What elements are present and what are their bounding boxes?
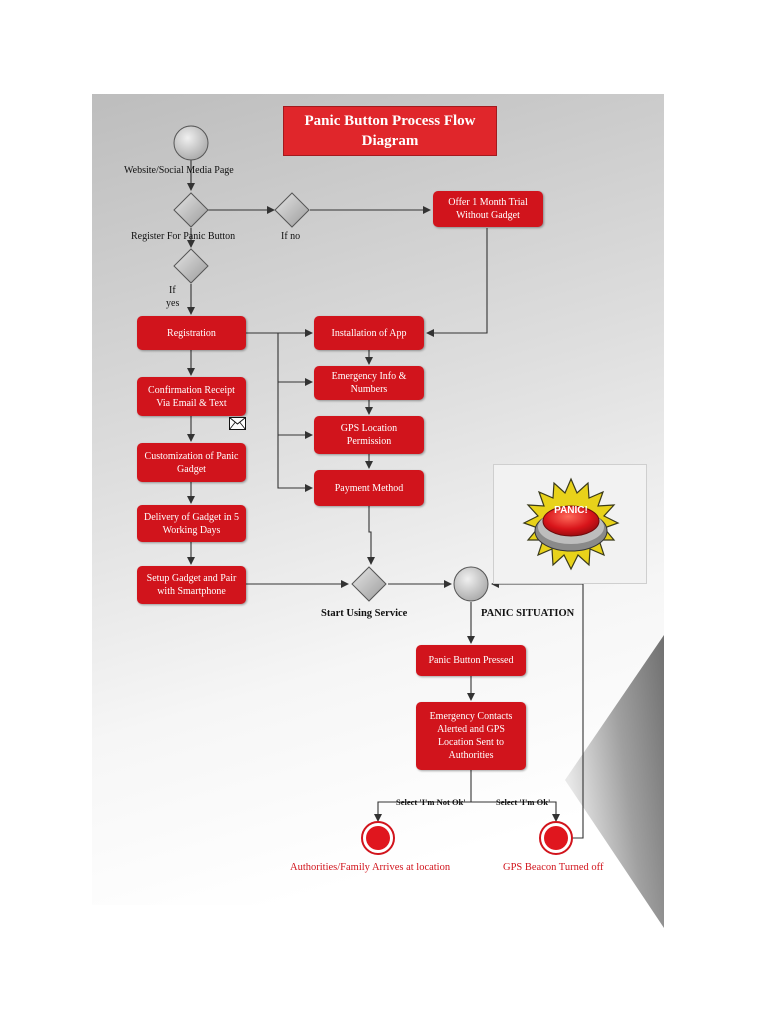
offer-trial-box: Offer 1 Month Trial Without Gadget [433, 191, 543, 227]
gps-beacon-off-label: GPS Beacon Turned off [503, 862, 604, 873]
panic-button-icon: PANIC! [522, 477, 620, 571]
delivery-box: Delivery of Gadget in 5 Working Days [137, 505, 246, 542]
panic-situation-node [453, 566, 489, 602]
panic-pressed-box: Panic Button Pressed [416, 645, 526, 676]
emergency-contacts-box: Emergency Contacts Alerted and GPS Locat… [416, 702, 526, 770]
gps-end-node-inner [544, 826, 568, 850]
panic-situation-label: PANIC SITUATION [481, 608, 575, 619]
register-decision-diamond [173, 192, 209, 228]
start-node [173, 125, 209, 161]
if-label: If [169, 285, 176, 296]
diagram-title: Panic Button Process Flow Diagram [283, 106, 497, 156]
if-yes-decision-diamond [173, 248, 209, 284]
yes-label: yes [166, 298, 180, 309]
payment-method-box: Payment Method [314, 470, 424, 506]
start-using-service-label: Start Using Service [321, 608, 408, 619]
website-label: Website/Social Media Page [124, 165, 234, 176]
authorities-arrive-label: Authorities/Family Arrives at location [290, 862, 451, 873]
customization-box: Customization of Panic Gadget [137, 443, 246, 482]
select-ok-label: Select 'I'm Ok' [496, 797, 551, 807]
emergency-info-box: Emergency Info & Numbers [314, 366, 424, 400]
connectors [187, 160, 584, 839]
panic-button-text: PANIC! [554, 505, 588, 516]
if-no-label: If no [281, 231, 301, 242]
setup-gadget-box: Setup Gadget and Pair with Smartphone [137, 566, 246, 604]
registration-box: Registration [137, 316, 246, 350]
envelope-icon [229, 417, 246, 430]
if-no-decision-diamond [274, 192, 310, 228]
register-label: Register For Panic Button [131, 231, 236, 242]
title-line-1: Panic Button Process Flow [304, 113, 476, 129]
background-corner-shade [565, 635, 664, 928]
confirmation-box: Confirmation Receipt Via Email & Text [137, 377, 246, 416]
select-not-ok-label: Select 'I'm Not Ok' [396, 797, 466, 807]
title-line-2: Diagram [361, 133, 419, 149]
installation-box: Installation of App [314, 316, 424, 350]
panic-button-illustration: PANIC! [493, 464, 647, 584]
authorities-end-node-inner [366, 826, 390, 850]
gps-permission-box: GPS Location Permission [314, 416, 424, 454]
start-using-decision-diamond [351, 566, 387, 602]
